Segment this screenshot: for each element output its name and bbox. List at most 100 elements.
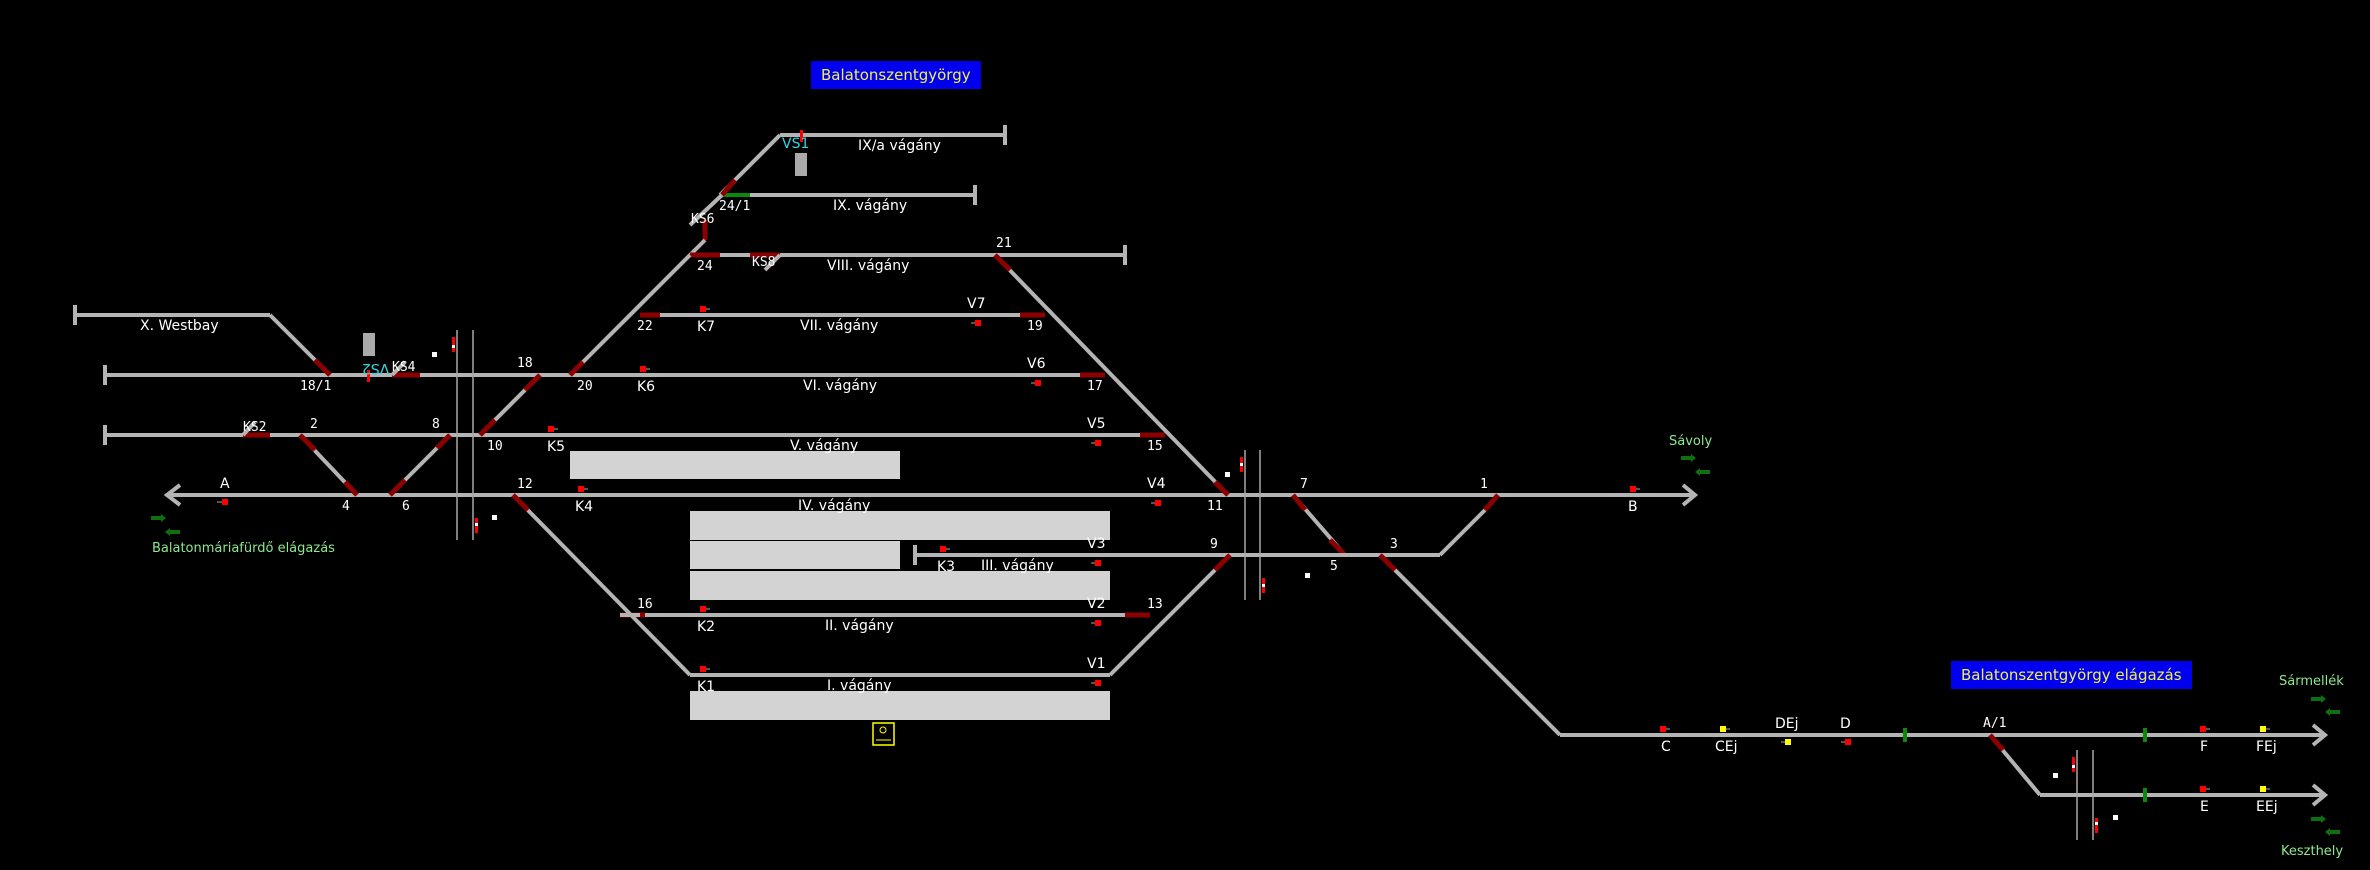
switch-label-11[interactable]: 11 [1207, 499, 1223, 514]
platform-v [570, 451, 900, 479]
direction-west-label: Balatonmáriafürdő elágazás [152, 541, 335, 556]
switch-label-6[interactable]: 6 [402, 499, 410, 514]
signal-label-V2[interactable]: V2 [1087, 596, 1106, 612]
junction-tracks[interactable] [1560, 723, 2329, 807]
switch-label-7[interactable]: 7 [1300, 477, 1308, 492]
track-label-v: V. vágány [790, 438, 859, 454]
switch-label-22[interactable]: 22 [637, 319, 653, 334]
signal-FEj-icon [2260, 726, 2270, 732]
switch-label-20[interactable]: 20 [577, 379, 593, 394]
signal-label-V1[interactable]: V1 [1087, 656, 1106, 672]
platform-iii-ii [690, 571, 1110, 600]
signal-label-K6[interactable]: K6 [637, 379, 656, 395]
signal-label-KS4[interactable]: KS4 [392, 360, 416, 375]
signal-label-A[interactable]: A [220, 476, 230, 492]
signal-label-K3[interactable]: K3 [937, 559, 956, 575]
vs2-marker [367, 370, 370, 382]
direction-east-label: Sávoly [1669, 434, 1713, 449]
east-out-arrow-icon [1681, 454, 1696, 462]
switch-label-3[interactable]: 3 [1390, 537, 1398, 552]
signal-label-B[interactable]: B [1628, 499, 1638, 515]
track-vi[interactable] [103, 360, 1105, 385]
signal-K7-icon [700, 306, 710, 312]
switch-label-19[interactable]: 19 [1027, 319, 1043, 334]
signal-label-V7[interactable]: V7 [967, 296, 986, 312]
signal-label-C[interactable]: C [1661, 739, 1671, 755]
signal-label-KS8[interactable]: KS8 [752, 255, 776, 270]
keszthely-out-arrow-icon [2311, 815, 2326, 823]
keszthely-in-arrow-icon [2325, 828, 2340, 836]
signal-label-D[interactable]: D [1840, 716, 1851, 732]
sarmellek-in-arrow-icon [2325, 708, 2340, 716]
switch-label-1[interactable]: 1 [1480, 477, 1488, 492]
signal-K4-icon [578, 486, 588, 492]
signal-label-VS2[interactable]: VS2 [362, 360, 389, 376]
west-throat[interactable] [298, 253, 692, 677]
switch-label-13[interactable]: 13 [1147, 597, 1163, 612]
signal-K6-icon [640, 366, 650, 372]
signal-label-EEj[interactable]: EEj [2256, 799, 2278, 815]
signal-label-VS1[interactable]: VS1 [782, 136, 810, 152]
signal-label-DEj[interactable]: DEj [1775, 716, 1799, 732]
track-ix[interactable] [720, 178, 977, 205]
track-ixa[interactable] [718, 125, 1007, 197]
signal-label-K7[interactable]: K7 [697, 319, 716, 335]
signal-V6-icon [1031, 380, 1041, 386]
west-out-arrow-icon [151, 514, 166, 522]
signal-V5-icon [1091, 440, 1101, 446]
switch-label-9[interactable]: 9 [1210, 537, 1218, 552]
direction-sarmellek-label: Sármellék [2279, 674, 2344, 689]
switch-label-A1[interactable]: A/1 [1983, 716, 2007, 731]
signal-label-V4[interactable]: V4 [1147, 476, 1166, 492]
switch-label-16[interactable]: 16 [637, 597, 653, 612]
west-in-arrow-icon [165, 528, 180, 536]
signal-label-V6[interactable]: V6 [1027, 356, 1046, 372]
switch-label-18[interactable]: 18 [517, 356, 533, 371]
block-vs2 [363, 333, 375, 356]
direction-arrows[interactable] [151, 454, 2340, 836]
signal-K3-icon [940, 546, 950, 552]
switch-label-12[interactable]: 12 [517, 477, 533, 492]
switch-label-24-1[interactable]: 24/1 [719, 199, 751, 214]
signal-label-CEj[interactable]: CEj [1715, 739, 1738, 755]
signal-label-K5[interactable]: K5 [547, 439, 566, 455]
signal-EEj-icon [2260, 786, 2270, 792]
signal-label-V5[interactable]: V5 [1087, 416, 1106, 432]
signal-label-E[interactable]: E [2200, 799, 2209, 815]
level-crossings [456, 330, 2094, 840]
signal-label-KS2[interactable]: KS2 [243, 420, 267, 435]
track-label-viii: VIII. vágány [827, 258, 910, 274]
vs1-marker [800, 130, 803, 142]
station-title: Balatonszentgyörgy [811, 61, 981, 89]
switch-label-15[interactable]: 15 [1147, 439, 1163, 454]
track-x-westbay[interactable] [73, 305, 332, 377]
track-viii[interactable] [690, 245, 1127, 272]
platform-iii-short [690, 541, 900, 569]
signal-K2-icon [700, 606, 710, 612]
crossing-barriers [432, 337, 2118, 833]
signal-label-K4[interactable]: K4 [575, 499, 594, 515]
switch-label-2[interactable]: 2 [310, 417, 318, 432]
track-v[interactable] [103, 420, 1165, 445]
signal-label-KS6[interactable]: KS6 [691, 212, 715, 227]
switch-label-8[interactable]: 8 [432, 417, 440, 432]
signal-label-K2[interactable]: K2 [697, 619, 716, 635]
switch-label-17[interactable]: 17 [1087, 379, 1103, 394]
east-throat[interactable] [993, 253, 1562, 737]
switch-label-21[interactable]: 21 [996, 236, 1012, 251]
signal-C-icon [1660, 726, 1670, 732]
switch-label-10[interactable]: 10 [487, 439, 503, 454]
signals[interactable] [217, 306, 2270, 792]
signal-label-F[interactable]: F [2200, 739, 2209, 755]
switch-label-24[interactable]: 24 [697, 259, 713, 274]
signal-label-FEj[interactable]: FEj [2256, 739, 2277, 755]
platform-iv-iii [690, 511, 1110, 540]
track-iv-main[interactable] [163, 483, 1699, 507]
signal-label-K1[interactable]: K1 [697, 679, 716, 695]
signal-A-icon [217, 499, 228, 505]
station-building-icon[interactable] [872, 722, 895, 746]
switch-label-4[interactable]: 4 [342, 499, 350, 514]
signal-label-V3[interactable]: V3 [1087, 536, 1106, 552]
switch-label-18-1[interactable]: 18/1 [300, 379, 332, 394]
switch-label-5[interactable]: 5 [1330, 559, 1338, 574]
